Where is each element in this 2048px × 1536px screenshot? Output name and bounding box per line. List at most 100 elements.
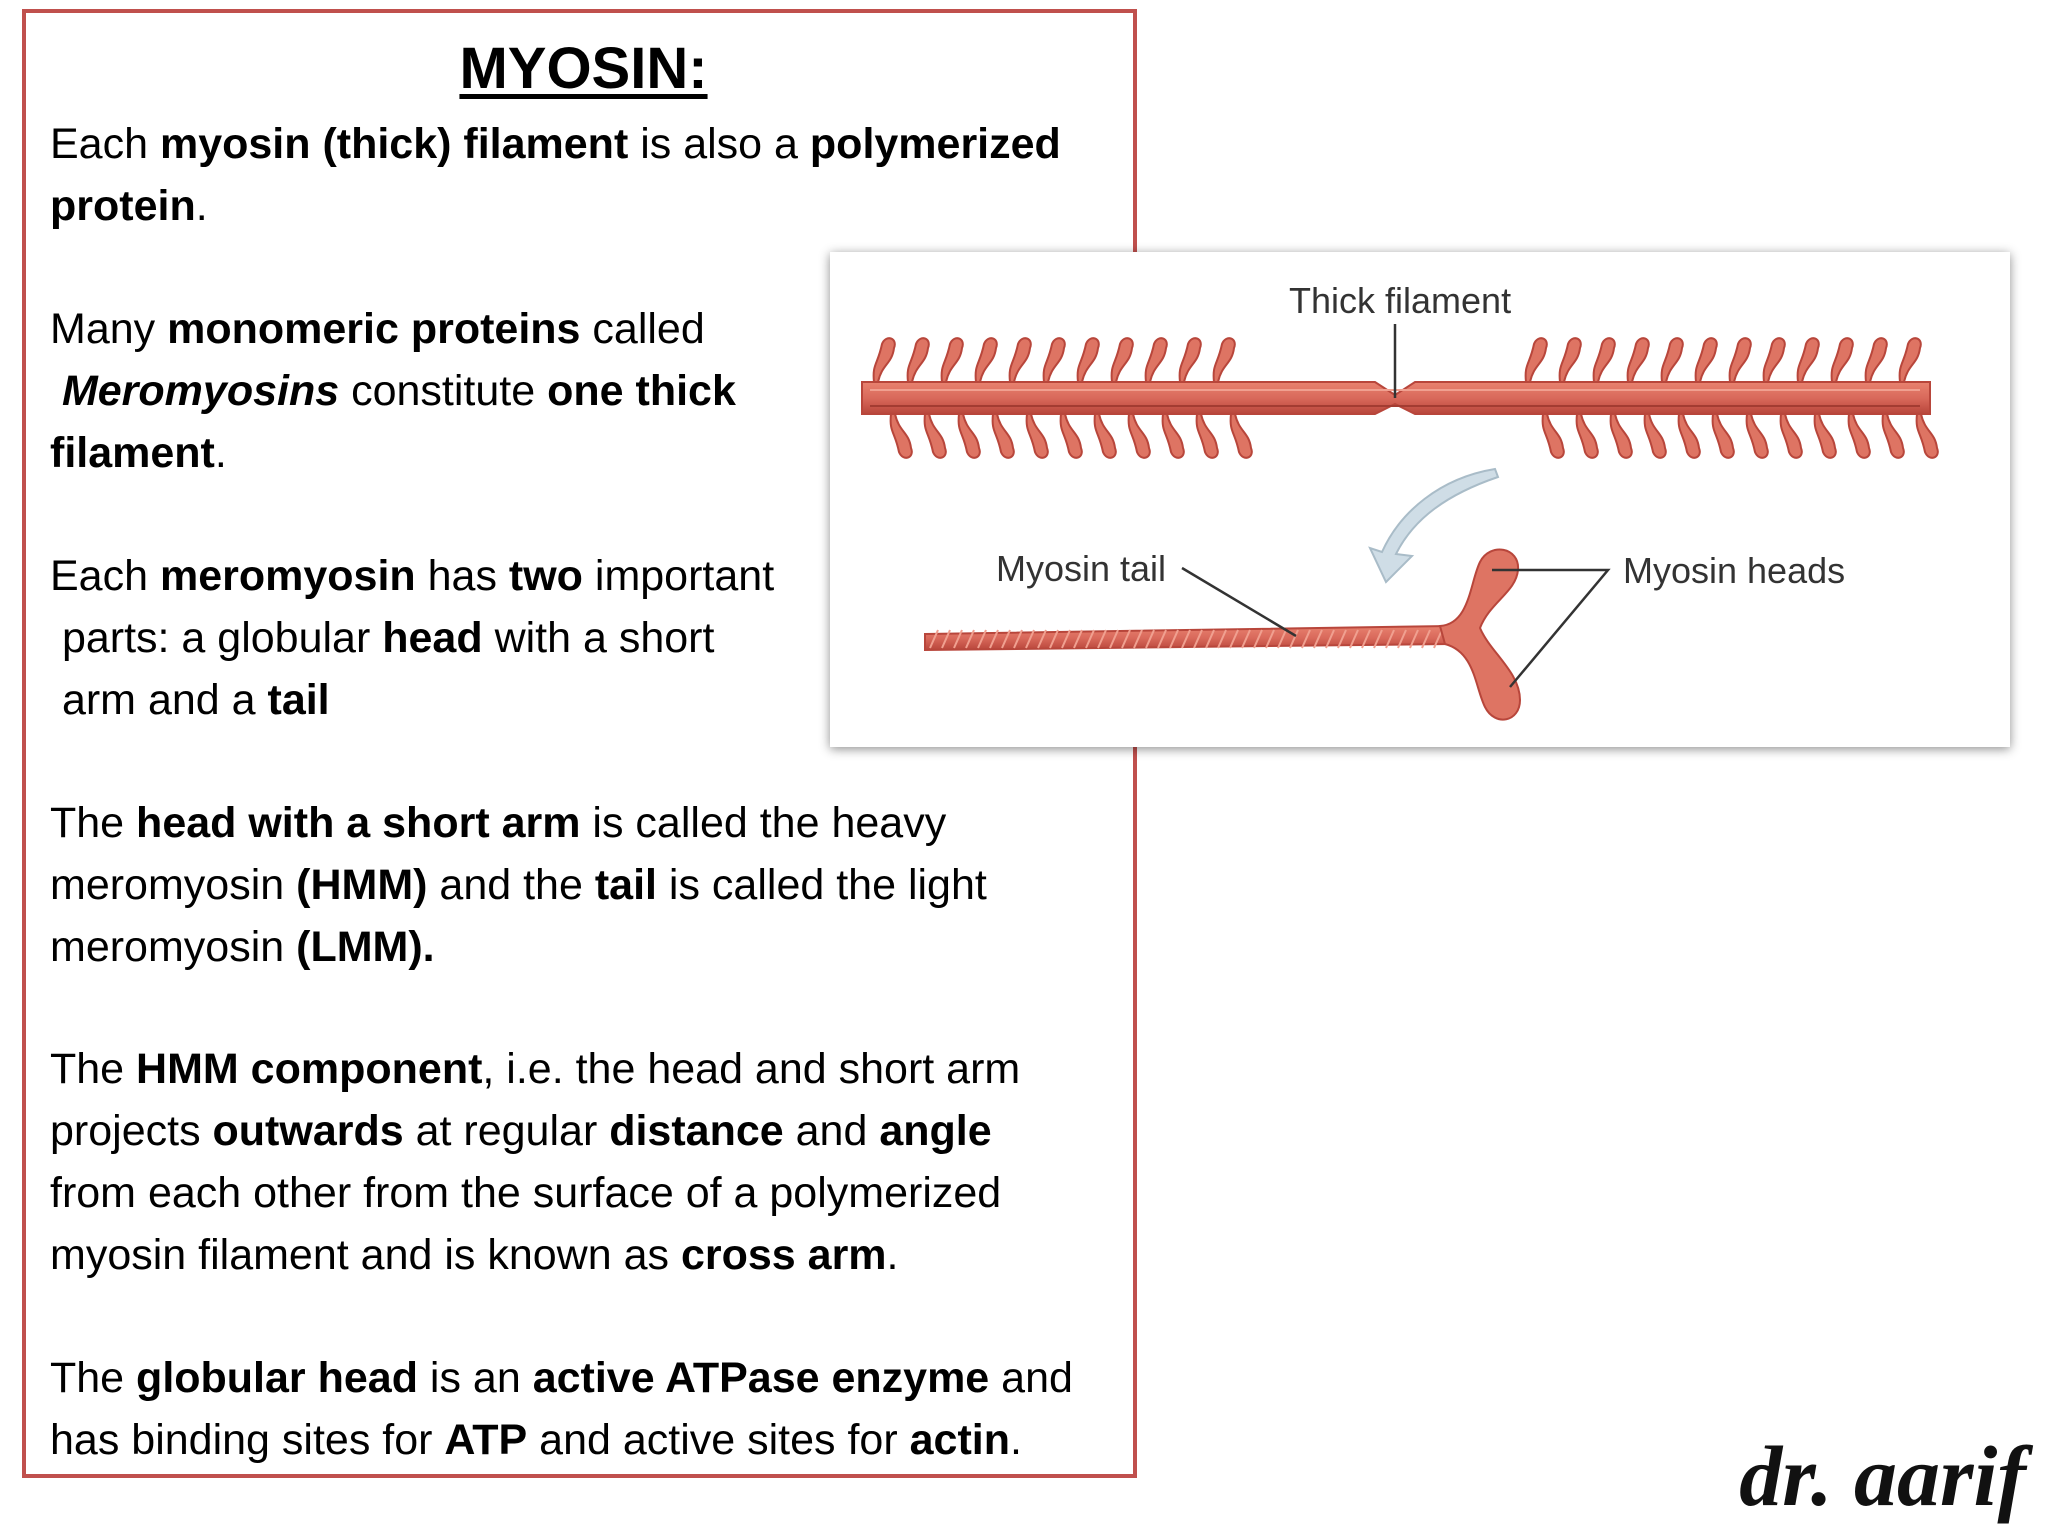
myosin-head-shape: [1864, 337, 1888, 383]
tail-coil-line: [1289, 629, 1299, 649]
myosin-head-shape: [923, 413, 947, 459]
myosin-head-shape: [1195, 413, 1219, 459]
tail-coil-line: [1025, 629, 1035, 649]
tail-coil-line: [1253, 629, 1263, 649]
paragraph-hmm-lmm: The head with a short arm is called the …: [50, 799, 987, 971]
myosin-head-shape: [1762, 337, 1786, 383]
myosin-head-shape: [974, 337, 998, 383]
tail-coil-line: [965, 629, 975, 649]
tail-coil-line: [1349, 629, 1359, 649]
tail-coil-line: [1145, 629, 1155, 649]
tail-coil-line: [1337, 629, 1347, 649]
paragraph-thick-filament: Each myosin (thick) filament is also a p…: [50, 120, 1061, 230]
tail-coil-line: [1205, 629, 1215, 649]
myosin-head-shape: [1229, 413, 1253, 459]
myosin-head-shape: [1025, 413, 1049, 459]
myosin-head-shape: [991, 413, 1015, 459]
myosin-head-shape: [940, 337, 964, 383]
myosin-head-shape: [1609, 413, 1633, 459]
tail-coil-line: [1061, 629, 1071, 649]
tail-coil-line: [1073, 629, 1083, 649]
tail-coil-line: [1001, 629, 1011, 649]
myosin-head-shape: [1110, 337, 1134, 383]
tail-coil-line: [1421, 629, 1431, 649]
page-title: MYOSIN:: [459, 36, 708, 101]
tail-coil-line: [1049, 629, 1059, 649]
tail-coil-line: [1169, 629, 1179, 649]
myosin-head-shape: [1898, 337, 1922, 383]
paragraph-cross-arm: The HMM component, i.e. the head and sho…: [50, 1045, 1021, 1279]
myosin-head-shape: [1779, 413, 1803, 459]
tail-coil-line: [929, 629, 939, 649]
tail-coil-line: [1265, 629, 1275, 649]
myosin-head-shape: [1127, 413, 1151, 459]
myosin-head-shape: [1592, 337, 1616, 383]
myosin-head-shape: [1524, 337, 1548, 383]
tail-coil-line: [1373, 629, 1383, 649]
label-myosin-tail: Myosin tail: [996, 548, 1167, 589]
myosin-head-shape: [1008, 337, 1032, 383]
myosin-head-shape: [1076, 337, 1100, 383]
myosin-illustration: [861, 324, 1939, 721]
paragraph-atpase: The globular head is an active ATPase en…: [50, 1354, 1073, 1464]
tail-coil-line: [1385, 629, 1395, 649]
myosin-head-shape: [1178, 337, 1202, 383]
myosin-heads-shape: [1438, 548, 1522, 721]
thick-filament: [861, 324, 1939, 459]
tail-coil-line: [1313, 629, 1323, 649]
tail-coil-line: [1277, 629, 1287, 649]
tail-coil-line: [1217, 629, 1227, 649]
paragraph-meromyosins: Many monomeric proteins called Meromyosi…: [50, 305, 736, 477]
myosin-head-shape: [1677, 413, 1701, 459]
tail-coil-line: [1409, 629, 1419, 649]
myosin-head-shape: [1711, 413, 1735, 459]
paragraph-meromyosin-parts: Each meromyosin has two important parts:…: [50, 552, 775, 724]
myosin-head-shape: [1575, 413, 1599, 459]
tail-coil-line: [941, 629, 951, 649]
myosin-head-shape: [1626, 337, 1650, 383]
tail-coil-line: [977, 629, 987, 649]
myosin-head-shape: [1144, 337, 1168, 383]
myosin-molecule: [924, 548, 1522, 721]
myosin-head-shape: [1915, 413, 1939, 459]
tail-coil-line: [1241, 629, 1251, 649]
myosin-head-shape: [906, 337, 930, 383]
tail-coil-line: [1181, 629, 1191, 649]
tail-coil-line: [1121, 629, 1131, 649]
tail-coil-line: [1397, 629, 1407, 649]
label-myosin-heads: Myosin heads: [1623, 550, 1846, 591]
myosin-head-shape: [1881, 413, 1905, 459]
tail-coil-line: [1133, 629, 1143, 649]
myosin-head-shape: [1059, 413, 1083, 459]
myosin-heads-right: [1524, 337, 1939, 459]
myosin-head-shape: [1212, 337, 1236, 383]
tail-coil-line: [1097, 629, 1107, 649]
myosin-heads-pointer: [1492, 568, 1611, 688]
myosin-head-shape: [1847, 413, 1871, 459]
myosin-head-shape: [1745, 413, 1769, 459]
myosin-head-shape: [1694, 337, 1718, 383]
author-signature: dr. aarif: [1739, 1428, 2026, 1524]
myosin-figure: Thick filament Myosin tail Myosin heads: [830, 252, 2010, 747]
tail-coil-line: [1361, 629, 1371, 649]
tail-coil-line: [1037, 629, 1047, 649]
curved-arrow-icon: [1368, 467, 1500, 584]
myosin-head-shape: [1042, 337, 1066, 383]
tail-coil-line: [953, 629, 963, 649]
tail-coil-line: [1193, 629, 1203, 649]
myosin-head-shape: [872, 337, 896, 383]
myosin-head-shape: [1161, 413, 1185, 459]
myosin-head-shape: [957, 413, 981, 459]
tail-coil-line: [1301, 629, 1311, 649]
myosin-head-shape: [1728, 337, 1752, 383]
tail-coil-line: [1229, 629, 1239, 649]
myosin-head-shape: [1643, 413, 1667, 459]
tail-coil-line: [1157, 629, 1167, 649]
myosin-head-shape: [1093, 413, 1117, 459]
myosin-head-shape: [1796, 337, 1820, 383]
label-thick-filament: Thick filament: [1289, 280, 1512, 321]
tail-coil-line: [989, 629, 999, 649]
tail-coil-line: [1433, 629, 1443, 649]
myosin-head-shape: [1813, 413, 1837, 459]
tail-coil-line: [1109, 629, 1119, 649]
